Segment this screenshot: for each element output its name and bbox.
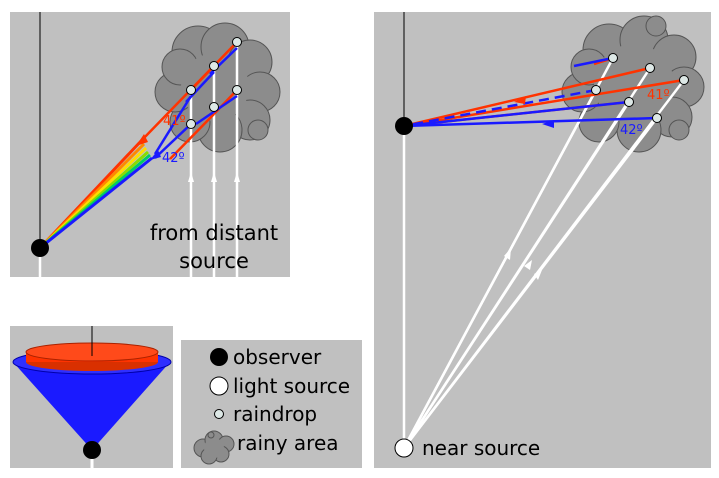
legend-observer-label: observer xyxy=(233,345,322,369)
angle-label-red: 41º xyxy=(163,114,186,129)
rainbow-fan xyxy=(38,138,153,250)
observer-dot xyxy=(31,239,49,257)
near-source-caption: near source xyxy=(422,436,540,460)
blue-arrowhead xyxy=(150,150,161,160)
near-ray-arrows xyxy=(504,248,542,280)
rainbow-cone-diagram xyxy=(12,326,172,468)
legend-cloud-icon xyxy=(193,430,235,465)
near-source-diagram: 41º 42º near source xyxy=(394,12,705,460)
observer-dot xyxy=(395,117,413,135)
blue-refracted-rays xyxy=(153,47,238,159)
rainbow-cone-panel xyxy=(10,326,173,468)
caption-line-1: from distant xyxy=(150,221,278,245)
distant-source-diagram: 41º 42º from distant source xyxy=(31,12,281,277)
legend-light-source-label: light source xyxy=(233,374,350,398)
blue-arrowhead xyxy=(542,120,554,128)
light-source-dot xyxy=(394,438,414,458)
angle-label-blue: 42º xyxy=(162,151,185,166)
angle-label-red: 41º xyxy=(647,88,670,103)
raindrops xyxy=(186,37,242,129)
legend-raindrop-icon xyxy=(214,409,224,419)
legend-rainy-area-label: rainy area xyxy=(237,431,339,455)
legend-light-source-icon xyxy=(209,376,229,396)
blue-refracted-rays xyxy=(403,56,658,128)
cloud-icon xyxy=(154,22,281,153)
raindrops xyxy=(591,53,689,123)
near-source-panel: 41º 42º near source xyxy=(374,12,711,468)
legend-observer-icon xyxy=(210,348,228,366)
caption-line-2: source xyxy=(179,249,249,273)
cone-observer-dot xyxy=(83,441,101,459)
legend-panel: observer light source raindrop rainy are… xyxy=(181,340,362,468)
distant-source-panel: 41º 42º from distant source xyxy=(10,12,290,277)
angle-label-blue: 42º xyxy=(620,123,643,138)
red-arrowhead xyxy=(514,96,526,104)
legend-raindrop-label: raindrop xyxy=(233,402,317,426)
blue-cone xyxy=(13,362,170,450)
legend-diagram: observer light source raindrop rainy are… xyxy=(193,345,350,465)
red-arrowhead xyxy=(136,134,148,146)
incoming-ray-arrows xyxy=(188,172,240,182)
